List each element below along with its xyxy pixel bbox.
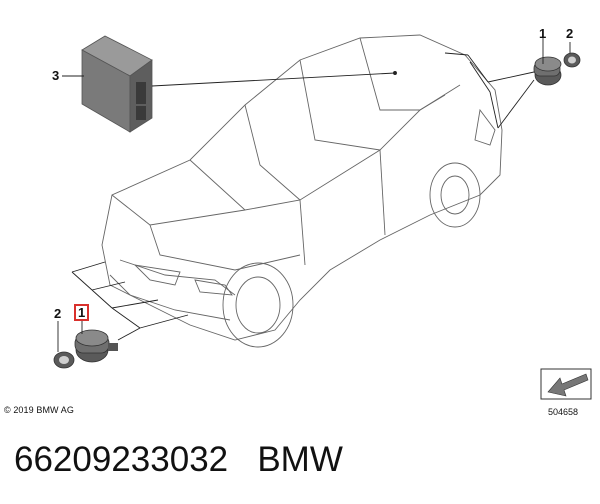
callout-1-rear: 1 (539, 26, 547, 41)
callout-2-rear: 2 (566, 26, 574, 41)
control-unit-icon (81, 35, 153, 133)
callout-2-front: 2 (54, 306, 62, 321)
callout-1-front: 1 (74, 304, 90, 321)
leader-lines (57, 38, 571, 352)
callout-3: 3 (52, 68, 60, 83)
part-caption: 66209233032 BMW (14, 440, 343, 480)
car-outline-icon (101, 34, 503, 348)
brand-name: BMW (257, 440, 343, 479)
arrow-icon (540, 368, 592, 400)
drawing-number: 504658 (548, 407, 579, 417)
pdc-sensor-icon (533, 56, 562, 86)
copyright-text: © 2019 BMW AG (4, 405, 74, 415)
sensor-ring-icon (53, 351, 75, 369)
part-number: 66209233032 (14, 440, 229, 479)
pdc-sensor-icon (74, 329, 118, 363)
sensor-ring-icon (563, 52, 581, 68)
parts-diagram (53, 34, 592, 400)
